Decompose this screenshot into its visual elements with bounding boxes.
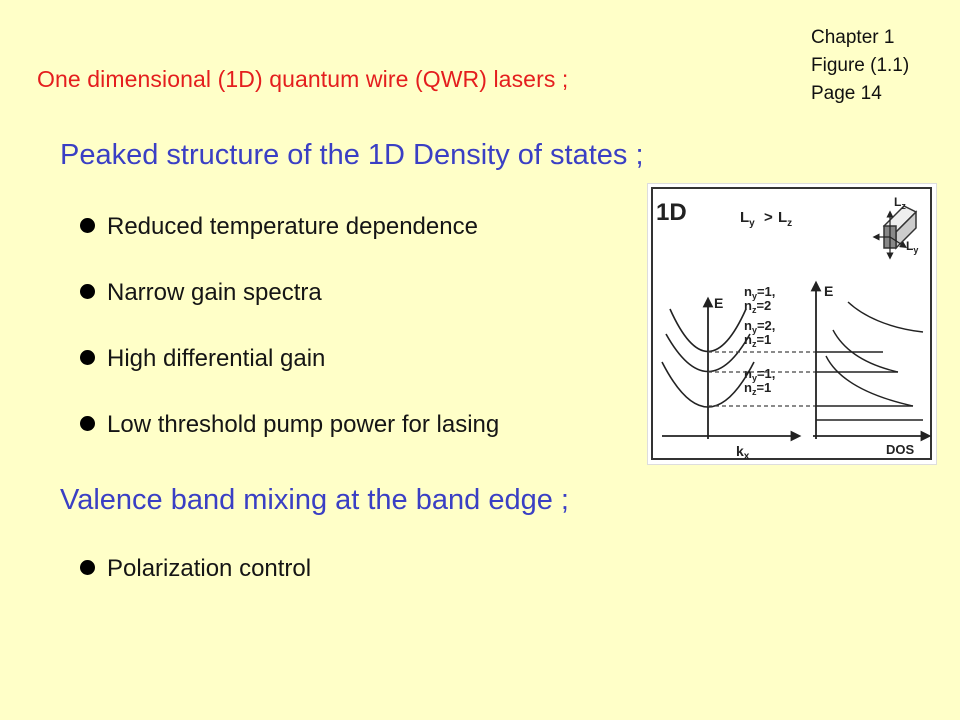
e-axis-label-right: E xyxy=(824,283,833,299)
bullet-item: High differential gain xyxy=(80,343,499,374)
density-of-states-figure: 1D Ly > Lz Lz Ly E kx ny=1, nz=2 ny=2, n… xyxy=(647,183,937,465)
e-axis-label-left: E xyxy=(714,295,723,311)
slide-title: One dimensional (1D) quantum wire (QWR) … xyxy=(37,66,569,92)
bullet-dot-icon xyxy=(80,560,95,576)
condition-ly: Ly xyxy=(740,209,755,229)
bullet-dot-icon xyxy=(80,218,95,234)
chapter-reference: Chapter 1 Figure (1.1) Page 14 xyxy=(811,24,909,108)
dos-diagram: 1D Ly > Lz Lz Ly E kx ny=1, nz=2 ny=2, n… xyxy=(651,187,932,462)
level1-label-b: nz=2 xyxy=(744,298,771,315)
bullet-dot-icon xyxy=(80,416,95,432)
chapter-label: Chapter 1 xyxy=(811,27,895,48)
level1-label-a: ny=1, xyxy=(744,284,775,301)
dos-axis-label: DOS xyxy=(886,442,915,457)
kx-axis-label: kx xyxy=(736,443,750,462)
section1-bullet-list: Reduced temperature dependence Narrow ga… xyxy=(80,211,499,440)
bullet-dot-icon xyxy=(80,284,95,300)
figure-label: Figure (1.1) xyxy=(811,55,910,76)
condition-gt: > xyxy=(764,209,773,226)
bullet-item: Low threshold pump power for lasing xyxy=(80,409,499,440)
bullet-dot-icon xyxy=(80,350,95,366)
level3-label-b: nz=1 xyxy=(744,380,771,397)
wire-lz-label: Lz xyxy=(894,195,906,211)
bullet-item: Narrow gain spectra xyxy=(80,277,499,308)
bullet-item: Polarization control xyxy=(80,553,311,584)
subband-parabola xyxy=(669,308,747,353)
dos-peak-tail xyxy=(832,329,899,373)
dos-peak-tail xyxy=(847,301,924,333)
level2-label-b: nz=1 xyxy=(744,332,771,349)
page-label: Page 14 xyxy=(811,83,882,104)
figure-tag: 1D xyxy=(656,199,687,226)
bullet-item: Reduced temperature dependence xyxy=(80,211,499,242)
level3-label-a: ny=1, xyxy=(744,366,775,383)
level2-label-a: ny=2, xyxy=(744,318,775,335)
quantum-wire-icon xyxy=(872,205,918,260)
dos-peak-tail xyxy=(825,355,914,407)
section1-heading: Peaked structure of the 1D Density of st… xyxy=(60,139,644,171)
figure-frame xyxy=(651,187,932,460)
wire-ly-label: Ly xyxy=(906,239,918,255)
section2-bullet-list: Polarization control xyxy=(80,553,311,584)
subband-parabola xyxy=(661,361,755,408)
section2-heading: Valence band mixing at the band edge ; xyxy=(60,484,569,516)
condition-lz: Lz xyxy=(778,209,792,229)
